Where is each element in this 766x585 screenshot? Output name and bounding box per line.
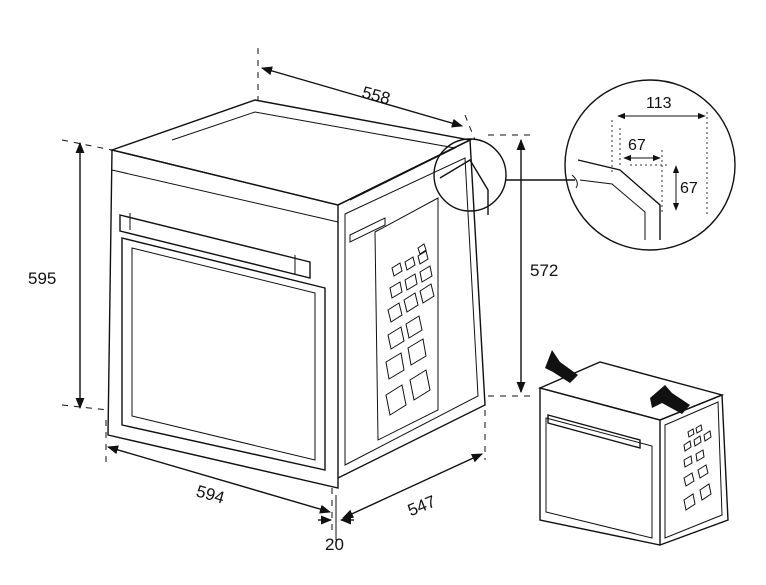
dim-label-113: 113 — [646, 95, 672, 112]
dim-label-20: 20 — [325, 535, 344, 554]
small-oven-side — [659, 393, 729, 546]
vent-holes — [385, 243, 435, 416]
callout-large-circle — [564, 79, 736, 251]
small-oven-illustration — [537, 350, 729, 546]
dim-label-558: 558 — [360, 83, 392, 109]
small-oven-front — [539, 387, 661, 546]
dimension-lines — [61, 48, 530, 540]
dim-label-595: 595 — [28, 269, 56, 288]
small-oven-handle — [547, 414, 641, 449]
small-oven-door — [545, 417, 653, 539]
oven-vent-panel — [374, 197, 439, 441]
oven-side-body — [337, 138, 486, 479]
dim-label-594: 594 — [194, 482, 227, 508]
small-oven-vents — [683, 424, 712, 511]
oven-vent-grille — [349, 217, 386, 243]
dim-label-67-height: 67 — [680, 180, 698, 197]
oven-handle — [119, 214, 311, 279]
dim-label-572: 572 — [530, 261, 558, 280]
oven-top-rear-panel — [171, 111, 457, 201]
insert-arrow-left-icon — [545, 350, 578, 383]
oven-window — [131, 247, 316, 461]
oven-side-inner — [344, 157, 479, 466]
dim-label-547: 547 — [405, 492, 438, 520]
oven-main-drawing — [107, 99, 489, 489]
oven-corner-bracket — [439, 159, 489, 215]
callout-small-circle — [433, 138, 507, 212]
dim-label-67-width: 67 — [628, 137, 646, 154]
callout-detail-shape — [577, 159, 661, 240]
oven-top-surface — [109, 99, 473, 206]
oven-control-strip — [111, 169, 339, 223]
oven-front-panel — [107, 149, 339, 489]
zoom-callout — [433, 79, 736, 251]
insert-arrow-right-icon — [650, 385, 690, 414]
